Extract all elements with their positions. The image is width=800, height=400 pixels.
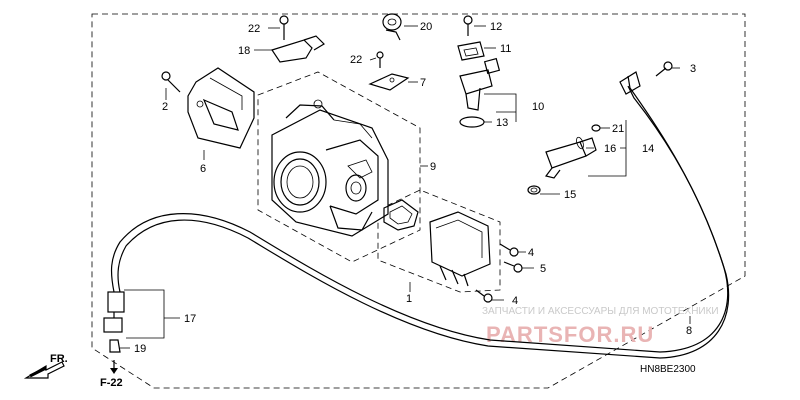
callout-20: 20 xyxy=(420,21,432,33)
callout-6: 6 xyxy=(200,163,206,175)
callout-5: 5 xyxy=(540,263,546,275)
sensor-holder-11 xyxy=(457,41,485,61)
throttle-position-sensor xyxy=(429,211,491,287)
front-arrow-icon xyxy=(23,361,65,379)
section-ref: F-22 xyxy=(100,377,123,389)
clip-19 xyxy=(109,339,121,353)
leader-lines xyxy=(120,25,691,349)
sensor-seal-13 xyxy=(459,116,485,128)
callout-11: 11 xyxy=(500,43,511,55)
callout-4-upper: 4 xyxy=(528,247,534,259)
callout-21: 21 xyxy=(612,123,624,135)
clamp-20 xyxy=(382,13,402,41)
screw-4-upper xyxy=(499,243,519,257)
plate-7 xyxy=(368,73,410,91)
wire-harness-8 xyxy=(110,71,730,359)
bracket-6 xyxy=(187,67,255,149)
o-ring-15 xyxy=(527,185,541,195)
callout-8: 8 xyxy=(686,325,692,337)
gasket xyxy=(383,199,419,231)
callout-9: 9 xyxy=(430,161,436,173)
injector xyxy=(544,136,597,179)
callout-2: 2 xyxy=(162,101,168,113)
bolt-12 xyxy=(463,15,473,36)
front-marker: FR. xyxy=(50,353,68,365)
bolt-2 xyxy=(161,71,181,93)
callout-4-lower: 4 xyxy=(512,295,518,307)
bolt-22-upper xyxy=(279,15,289,40)
callout-22-lower: 22 xyxy=(350,54,362,66)
outer-boundary xyxy=(91,13,746,389)
callout-18: 18 xyxy=(238,45,250,57)
screw-4-lower xyxy=(475,289,493,303)
callout-19: 19 xyxy=(134,343,146,355)
callouts: 22 20 12 18 11 22 3 7 2 10 13 21 6 16 14… xyxy=(134,21,696,355)
callout-7: 7 xyxy=(420,77,426,89)
throttle-body-group-boundary xyxy=(257,71,421,263)
cable-bracket-18 xyxy=(271,35,325,63)
callout-3: 3 xyxy=(690,63,696,75)
sensor-group-boundary xyxy=(377,189,501,293)
callout-1: 1 xyxy=(406,293,412,305)
map-sensor xyxy=(459,57,501,111)
watermark-tagline: ЗАПЧАСТИ И АКСЕССУАРЫ ДЛЯ МОТОТЕХНИКИ xyxy=(482,306,719,317)
callout-13: 13 xyxy=(496,117,508,129)
callout-17: 17 xyxy=(184,313,196,325)
callout-14: 14 xyxy=(642,143,654,155)
section-ref-arrow-icon xyxy=(110,360,118,374)
screw-5 xyxy=(503,261,523,273)
bolt-3 xyxy=(655,61,673,77)
watermark-brand: PARTSFOR.RU xyxy=(486,322,654,347)
throttle-body xyxy=(271,99,389,237)
bolt-22-lower xyxy=(376,51,384,68)
drawing-code: HN8BE2300 xyxy=(640,364,696,375)
callout-10: 10 xyxy=(532,101,544,113)
connector-17 xyxy=(103,291,125,333)
callout-15: 15 xyxy=(564,189,576,201)
o-ring-21 xyxy=(591,124,601,132)
callout-12: 12 xyxy=(490,21,502,33)
callout-16: 16 xyxy=(604,143,616,155)
callout-22-upper: 22 xyxy=(248,23,260,35)
